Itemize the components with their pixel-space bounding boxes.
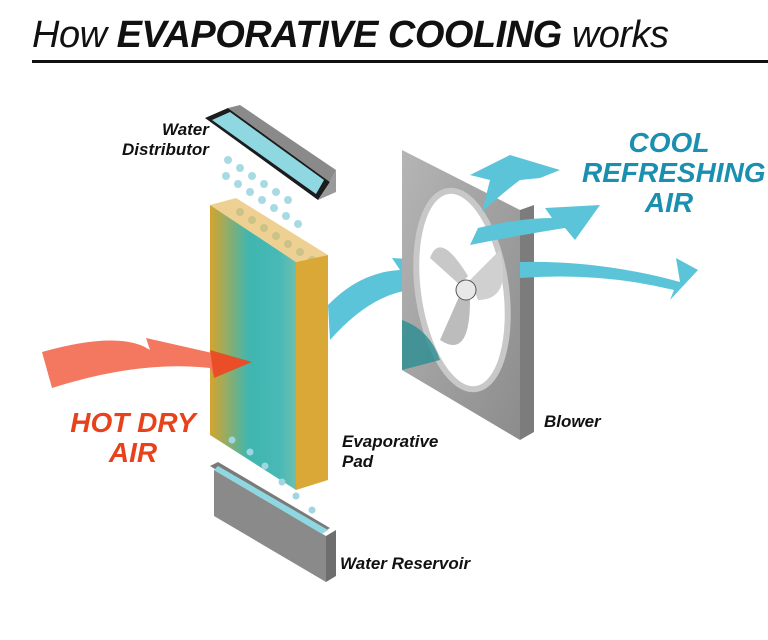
label-line: Pad: [342, 452, 374, 471]
title-prefix: How: [32, 14, 117, 56]
label-line: Evaporative: [342, 432, 439, 451]
label-line: Distributor: [122, 140, 209, 159]
callout-line: AIR: [644, 187, 694, 218]
hot-air-arrow-icon: [42, 338, 252, 388]
label-evaporative-pad: Evaporative Pad: [342, 432, 438, 472]
callout-cool-refreshing-air: COOL REFRESHING AIR: [582, 128, 768, 218]
label-water-distributor: Water Distributor: [122, 120, 209, 160]
evaporative-pad-icon: [210, 198, 328, 490]
title-bold: EVAPORATIVE COOLING: [116, 14, 563, 56]
blower-fan-icon: [402, 150, 534, 440]
callout-line: AIR: [108, 437, 158, 468]
callout-line: COOL: [628, 127, 710, 158]
water-distributor-icon: [205, 105, 336, 200]
label-blower: Blower: [544, 412, 601, 431]
label-line: Water: [161, 120, 209, 139]
water-reservoir-icon: [210, 462, 336, 582]
title-underline: [32, 60, 768, 63]
callout-line: REFRESHING: [582, 157, 766, 188]
callout-hot-dry-air: HOT DRY AIR: [48, 408, 218, 468]
callout-line: HOT DRY: [70, 407, 196, 438]
title-suffix: works: [561, 14, 669, 56]
label-water-reservoir: Water Reservoir: [340, 554, 471, 573]
reservoir-drops-icon: [228, 436, 316, 514]
cool-output-arrows-icon: [470, 155, 698, 300]
page-title: How EVAPORATIVE COOLING works: [32, 14, 669, 57]
